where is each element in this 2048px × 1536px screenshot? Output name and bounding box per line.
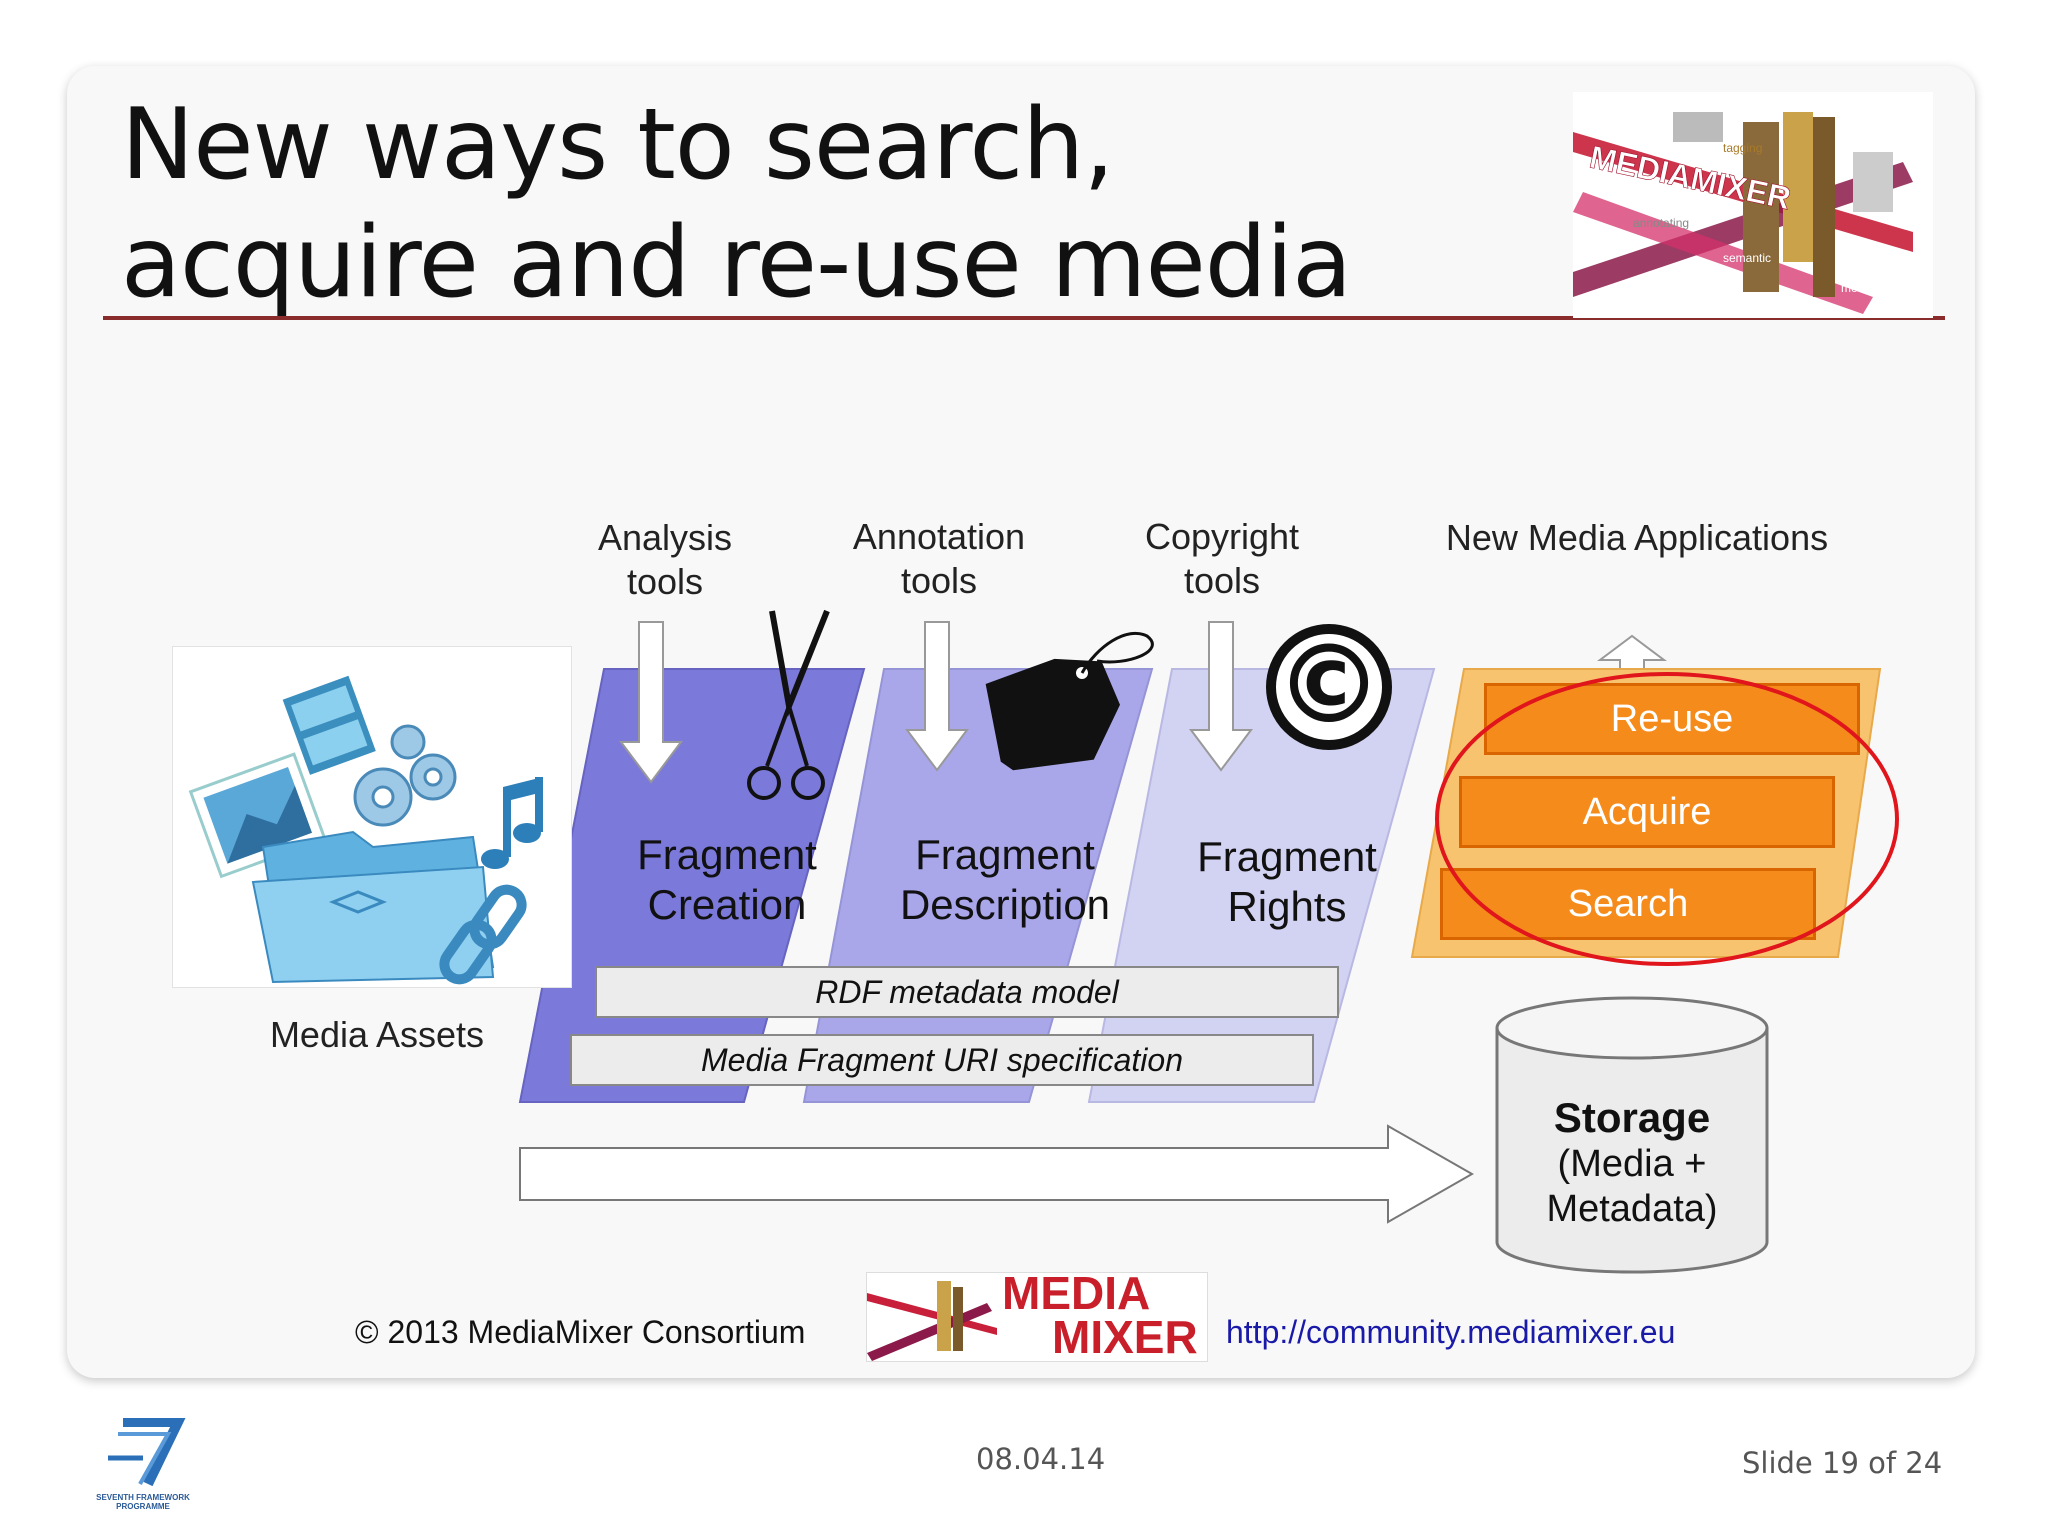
storage-cylinder <box>1495 996 1769 1274</box>
footer-logo-mixer: MIXER <box>1052 1311 1198 1363</box>
title-line-1: New ways to search, <box>121 88 1115 202</box>
flow-right-arrow <box>519 1124 1475 1224</box>
link-icon <box>439 884 527 985</box>
title-line-2: acquire and re-use media <box>121 206 1352 320</box>
scissors-icon <box>747 609 830 800</box>
media-fragment-uri-bar: Media Fragment URI specification <box>570 1034 1314 1086</box>
film-strip-icon <box>282 675 376 775</box>
annotation-down-arrow <box>905 621 969 772</box>
svg-text:©: © <box>1275 623 1383 748</box>
logo-tag-4: media <box>1841 281 1874 295</box>
fp7-caption-2: PROGRAMME <box>116 1502 170 1511</box>
media-assets-image <box>172 646 572 988</box>
mediamixer-logo: MEDIAMIXER tagging annotating semantic m… <box>1573 92 1933 318</box>
copyright-footer: © 2013 MediaMixer Consortium <box>355 1314 806 1350</box>
folder-icon <box>251 830 495 984</box>
fp7-logo: SEVENTH FRAMEWORK PROGRAMME <box>88 1417 198 1511</box>
slide-date: 08.04.14 <box>976 1442 1106 1476</box>
logo-tag-3: semantic <box>1723 251 1771 265</box>
acquire-button[interactable]: Acquire <box>1459 776 1835 848</box>
copyright-icon: © <box>1266 623 1392 750</box>
analysis-down-arrow <box>619 621 683 784</box>
community-url-link[interactable]: http://community.mediamixer.eu <box>1226 1314 1676 1350</box>
title-rule <box>103 316 1945 320</box>
tag-icon <box>985 631 1154 771</box>
footer-logo-media: MEDIA <box>1002 1267 1151 1319</box>
slide-number: Slide 19 of 24 <box>1742 1446 1943 1480</box>
media-assets-label: Media Assets <box>269 1014 485 1055</box>
slide: New ways to search, acquire and re-use m… <box>67 66 1975 1378</box>
logo-tag-2: annotating <box>1633 216 1689 230</box>
slide-title: New ways to search, acquire and re-use m… <box>121 86 1521 322</box>
storage-label: Storage (Media + Metadata) <box>1497 1094 1767 1232</box>
rdf-metadata-model-bar: RDF metadata model <box>595 966 1339 1018</box>
search-button[interactable]: Search <box>1440 868 1816 940</box>
gear-icon <box>353 724 457 827</box>
highlight-ellipse <box>1435 672 1899 966</box>
storage-title: Storage <box>1553 1094 1711 1141</box>
new-media-applications-label: New Media Applications <box>1445 517 1829 558</box>
fp7-caption-1: SEVENTH FRAMEWORK <box>96 1493 190 1502</box>
copyright-down-arrow <box>1189 621 1253 772</box>
music-note-icon <box>481 777 543 869</box>
logo-tag-1: tagging <box>1723 141 1762 155</box>
footer-mediamixer-logo: MEDIA MIXER <box>866 1267 1208 1363</box>
